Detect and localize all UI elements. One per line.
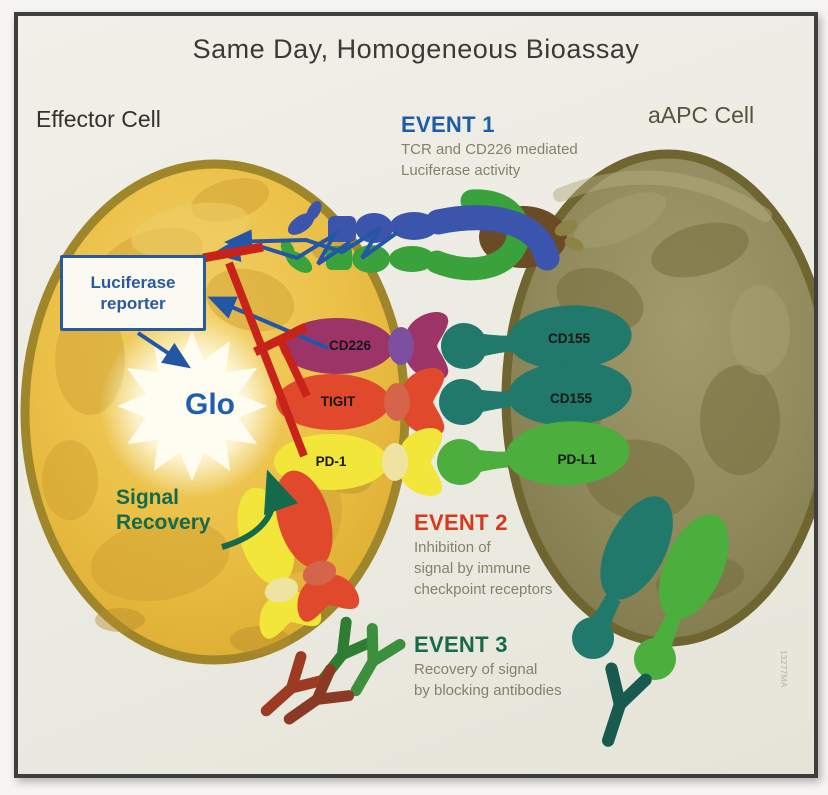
cd226-label: CD226 bbox=[328, 338, 372, 353]
blocking-antibody-teal bbox=[601, 662, 652, 747]
tcr-green-claw bbox=[425, 189, 530, 281]
event3-line2: by blocking antibodies bbox=[414, 682, 562, 699]
blocking-antibody-red-2 bbox=[283, 663, 355, 725]
event2-heading: EVENT 2 bbox=[414, 510, 508, 535]
event1-line2: Luciferase activity bbox=[401, 162, 521, 179]
pdl1-bottom-ligand bbox=[634, 514, 729, 680]
aapc-cell bbox=[501, 149, 814, 647]
event1-line1: TCR and CD226 mediated bbox=[401, 141, 578, 158]
signal-arrows bbox=[136, 226, 400, 369]
diagram-title: Same Day, Homogeneous Bioassay bbox=[192, 34, 640, 64]
pd1-label: PD-1 bbox=[315, 454, 347, 469]
reporter-line1: Luciferase bbox=[90, 273, 176, 292]
event1-block: EVENT 1 TCR and CD226 mediated Luciferas… bbox=[401, 112, 578, 180]
signal-recovery-line2: Recovery bbox=[116, 511, 211, 534]
luciferase-reporter-box: Luciferase reporter bbox=[60, 255, 206, 331]
pd1-inhibition-crossbar bbox=[202, 242, 264, 263]
event2-block: EVENT 2 Inhibition of signal by immune c… bbox=[414, 510, 552, 599]
inhibition-bars bbox=[202, 242, 311, 458]
pd1-inhibition-bar bbox=[225, 261, 308, 458]
event2-line2: signal by immune bbox=[414, 560, 531, 577]
event2-line3: checkpoint receptors bbox=[414, 581, 553, 598]
photo-card: Same Day, Homogeneous Bioassay Effector … bbox=[14, 12, 818, 778]
cd155-ligand-top bbox=[441, 305, 632, 370]
reporter-to-glo-arrow bbox=[136, 331, 191, 369]
part-number-footnote: 13277MA bbox=[779, 650, 788, 688]
signal-recovery-arrow bbox=[221, 469, 298, 550]
signal-recovery-line1: Signal bbox=[116, 486, 180, 509]
cd155-bottom-ligand bbox=[572, 496, 673, 659]
bioassay-diagram-svg bbox=[20, 149, 814, 747]
cd155-top-label: CD155 bbox=[547, 331, 591, 346]
reporter-line2: reporter bbox=[100, 294, 166, 313]
glo-label: Glo bbox=[185, 388, 235, 421]
tigit-label: TIGIT bbox=[320, 394, 356, 409]
tigit-inhibition-bar bbox=[277, 339, 311, 398]
event1-heading: EVENT 1 bbox=[401, 112, 495, 137]
blocking-antibody-green-2 bbox=[350, 622, 406, 697]
pdl1-label: PD-L1 bbox=[557, 452, 597, 467]
cd226-signal-arrow bbox=[207, 296, 329, 350]
signal-recovery-label: Signal Recovery bbox=[116, 485, 211, 535]
event3-heading: EVENT 3 bbox=[414, 632, 508, 657]
effector-cell-label: Effector Cell bbox=[36, 106, 161, 132]
cd155-ligand-mid bbox=[439, 361, 632, 426]
aapc-cell-label: aAPC Cell bbox=[648, 102, 755, 128]
pdl1-ligand bbox=[437, 421, 630, 486]
glo-starburst bbox=[100, 314, 284, 498]
cd226-receptor bbox=[280, 312, 449, 380]
blocking-antibody-red-1 bbox=[260, 651, 328, 717]
tigit-inhibition-crossbar bbox=[253, 322, 308, 357]
event3-block: EVENT 3 Recovery of signal by blocking a… bbox=[414, 632, 562, 700]
tcr-blue-curve bbox=[425, 205, 560, 271]
event3-line1: Recovery of signal bbox=[414, 661, 538, 678]
zigzag-arrow-2 bbox=[224, 226, 400, 260]
cd155-mid-label: CD155 bbox=[549, 391, 593, 406]
event2-line1: Inhibition of bbox=[414, 539, 491, 556]
